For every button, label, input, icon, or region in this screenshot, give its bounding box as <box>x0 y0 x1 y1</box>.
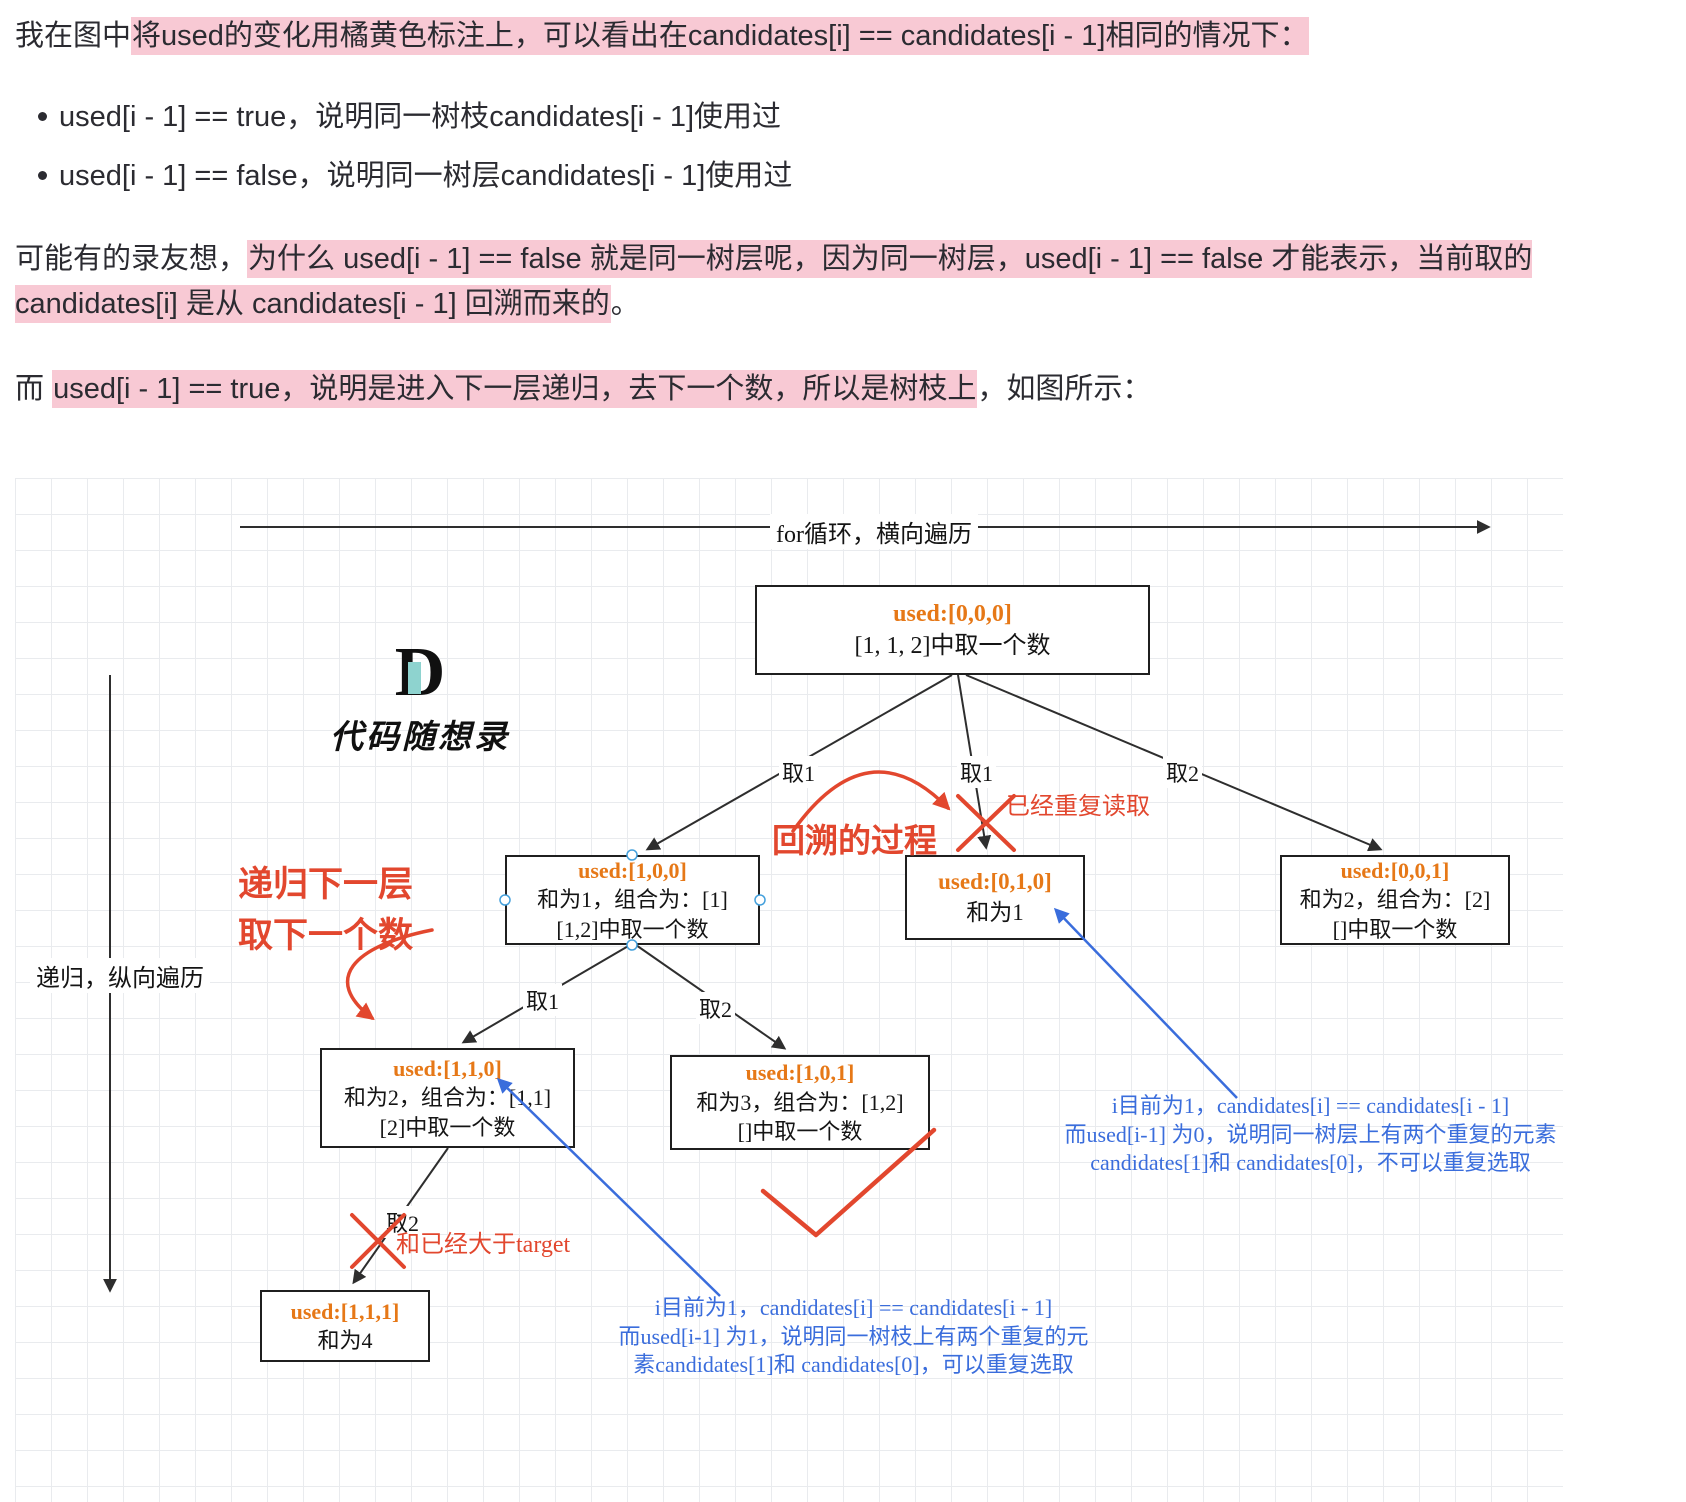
conclusion-tail: ，如图所示： <box>977 372 1152 405</box>
node-line: [1,2]中取一个数 <box>556 916 709 942</box>
logo-d-icon: D <box>395 638 446 708</box>
used-array-value: used:[0,1,0] <box>938 868 1052 894</box>
used-array-value: used:[1,1,1] <box>290 1298 400 1324</box>
used-array-value: used:[0,0,1] <box>1340 857 1450 883</box>
backtracking-tree-diagram: for循环，横向遍历 递归，纵向遍历 D 代码随想录 used:[0,0,0] … <box>0 478 1686 1502</box>
node-left-child: used:[1,0,0] 和为1，组合为：[1] [1,2]中取一个数 <box>505 855 760 945</box>
blue-note-same-branch: i目前为1，candidates[i] == candidates[i - 1]… <box>596 1294 1111 1380</box>
node-line: []中取一个数 <box>1332 916 1458 942</box>
conclusion-plain: 而 <box>15 372 53 405</box>
blue-note-line: 素candidates[1]和 candidates[0]，可以重复选取 <box>633 1352 1074 1378</box>
blue-note-same-layer: i目前为1，candidates[i] == candidates[i - 1]… <box>1058 1092 1563 1178</box>
used-array-value: used:[0,0,0] <box>893 600 1012 627</box>
node-line: 和为1 <box>966 899 1024 925</box>
explanation-plain: 可能有的录友想， <box>15 242 248 275</box>
explanation-tail: 。 <box>610 287 640 320</box>
explanation-paragraph: 可能有的录友想，为什么 used[i - 1] == false 就是同一树层呢… <box>15 237 1666 327</box>
red-note-line: 取下一个数 <box>238 915 414 955</box>
used-array-value: used:[1,1,0] <box>393 1055 502 1081</box>
blue-note-line: 而used[i-1] 为1，说明同一树枝上有两个重复的元 <box>618 1323 1089 1349</box>
intro-paragraph: 我在图中将used的变化用橘黄色标注上，可以看出在candidates[i] =… <box>15 14 1666 59</box>
red-note-over-target: 和已经大于target <box>396 1232 571 1258</box>
edge-label-take2: 取2 <box>696 992 736 1024</box>
blue-note-line: i目前为1，candidates[i] == candidates[i - 1] <box>654 1295 1053 1320</box>
node-line: 和为3，组合为：[1,2] <box>696 1089 904 1115</box>
article-text: 我在图中将used的变化用橘黄色标注上，可以看出在candidates[i] =… <box>0 0 1686 412</box>
blue-note-line: 而used[i-1] 为0，说明同一树层上有两个重复的元素 <box>1064 1121 1557 1147</box>
red-note-recurse-next: 递归下一层 取下一个数 <box>238 860 413 962</box>
intro-highlight: 将used的变化用橘黄色标注上，可以看出在candidates[i] == ca… <box>131 17 1310 55</box>
edge-label-take1: 取1 <box>523 984 563 1016</box>
node-right-child: used:[0,0,1] 和为2，组合为：[2] []中取一个数 <box>1280 855 1510 945</box>
site-logo: D 代码随想录 <box>320 638 520 758</box>
node-line: [2]中取一个数 <box>379 1114 516 1140</box>
red-note-duplicate-read: 已经重复读取 <box>1006 794 1150 820</box>
edge-label-take1: 取1 <box>779 756 819 788</box>
node-root: used:[0,0,0] [1, 1, 2]中取一个数 <box>755 585 1150 675</box>
logo-teal-bar <box>407 662 421 694</box>
node-mid-child: used:[0,1,0] 和为1 <box>905 855 1085 940</box>
blue-note-line: i目前为1，candidates[i] == candidates[i - 1] <box>1111 1093 1510 1118</box>
node-line: 和为4 <box>317 1328 373 1353</box>
used-array-value: used:[1,0,1] <box>745 1060 855 1086</box>
conclusion-paragraph: 而 used[i - 1] == true，说明是进入下一层递归，去下一个数，所… <box>15 367 1666 412</box>
conclusion-highlight: used[i - 1] == true，说明是进入下一层递归，去下一个数，所以是… <box>52 369 978 408</box>
list-item: used[i - 1] == true，说明同一树枝candidates[i -… <box>15 95 1666 140</box>
blue-note-line: candidates[1]和 candidates[0]，不可以重复选取 <box>1090 1150 1531 1176</box>
intro-plain: 我在图中 <box>15 20 132 52</box>
node-left-grandchild: used:[1,1,0] 和为2，组合为：[1,1] [2]中取一个数 <box>320 1048 575 1148</box>
node-line: [1, 1, 2]中取一个数 <box>854 633 1051 659</box>
red-note-line: 递归下一层 <box>238 865 414 904</box>
node-leaf-bottom: used:[1,1,1] 和为4 <box>260 1290 430 1362</box>
red-note-backtrack-process: 回溯的过程 <box>772 824 937 860</box>
node-line: 和为1，组合为：[1] <box>537 887 728 913</box>
logo-text: 代码随想录 <box>330 720 510 756</box>
node-line: 和为2，组合为：[2] <box>1299 887 1491 913</box>
edge-label-take2: 取2 <box>1163 756 1203 788</box>
node-line: []中取一个数 <box>737 1119 863 1145</box>
used-array-value: used:[1,0,0] <box>578 857 687 883</box>
list-item: used[i - 1] == false，说明同一树层candidates[i … <box>15 154 1666 199</box>
recursion-axis-label: 递归，纵向遍历 <box>30 958 210 993</box>
edge-label-take1: 取1 <box>957 756 997 788</box>
for-loop-axis-label: for循环，横向遍历 <box>770 514 978 549</box>
used-cases-list: used[i - 1] == true，说明同一树枝candidates[i -… <box>15 95 1666 199</box>
node-line: 和为2，组合为：[1,1] <box>343 1085 552 1111</box>
node-right-grandchild: used:[1,0,1] 和为3，组合为：[1,2] []中取一个数 <box>670 1055 930 1150</box>
